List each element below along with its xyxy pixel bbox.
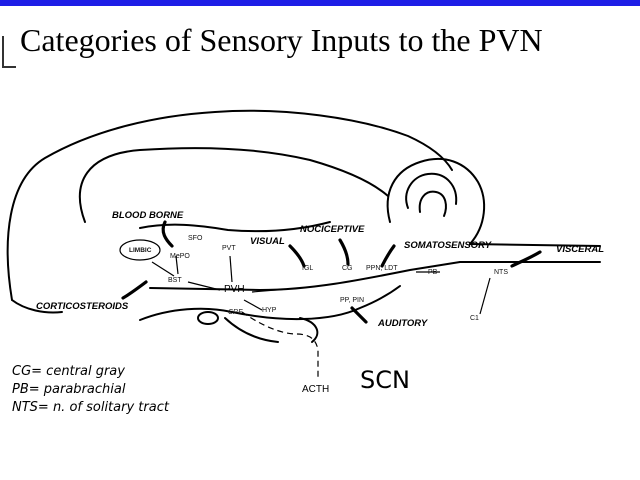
nucleus-bst: BST: [168, 277, 182, 284]
nucleus-igl: IGL: [302, 265, 313, 272]
nucleus-hyp: HYP: [262, 307, 277, 314]
nucleus-pb: PB: [428, 269, 438, 276]
category-auditory: AUDITORY: [377, 318, 429, 329]
category-nociceptive: NOCICEPTIVE: [300, 224, 365, 235]
category-somatosensory: SOMATOSENSORY: [404, 240, 493, 251]
acth-output: ACTH: [302, 384, 329, 395]
category-visceral: VISCERAL: [556, 244, 604, 255]
nucleus-pvh: PVH: [224, 284, 245, 295]
category-visual: VISUAL: [250, 236, 285, 247]
nucleus-ppn-ldt: PPN, LDT: [366, 265, 398, 272]
pathway-arrows: [121, 220, 542, 380]
category-limbic: LIMBIC: [129, 247, 152, 254]
category-corticosteroids: CORTICOSTEROIDS: [36, 301, 129, 312]
nucleus-nts: NTS: [494, 269, 508, 276]
nucleus-pp-pin: PP, PIN: [340, 297, 364, 304]
slide-title: Categories of Sensory Inputs to the PVN: [20, 22, 543, 58]
legend-line-pb: PB= parabrachial: [12, 382, 126, 397]
nucleus-sfo: SFO: [188, 235, 203, 242]
limbic-oval: [119, 239, 161, 261]
category-blood-borne: BLOOD BORNE: [112, 210, 184, 221]
legend-line-cg: CG= central gray: [12, 364, 125, 379]
nucleus-cg: CG: [342, 265, 353, 272]
nucleus-mepo: MePO: [170, 253, 190, 260]
legend-line-nts: NTS= n. of solitary tract: [12, 400, 170, 415]
scn-note: SCN: [360, 366, 410, 394]
nucleus-pvt: PVT: [222, 245, 236, 252]
nucleus-crf: CRF: [228, 309, 243, 316]
slide-corner-mark: [2, 36, 16, 68]
nucleus-c1: C1: [470, 315, 479, 322]
brain-outline: [6, 109, 601, 343]
slide-top-bar: [0, 0, 640, 6]
